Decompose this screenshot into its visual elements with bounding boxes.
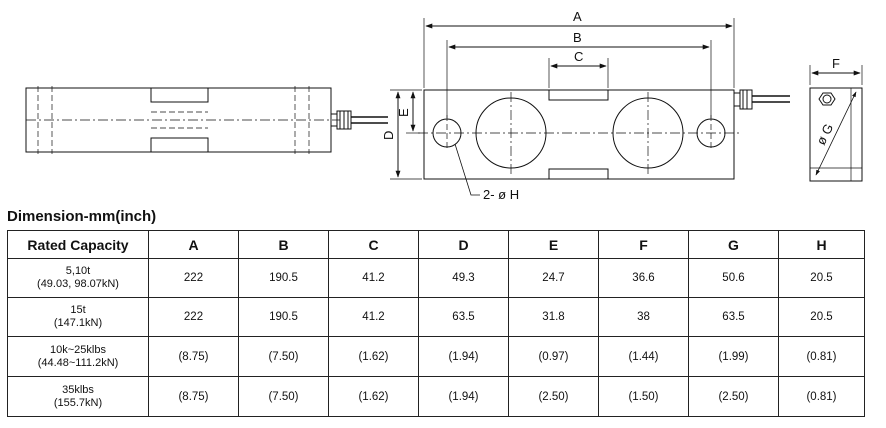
capacity-cell: 5,10t(49.03, 98.07kN) (7, 258, 149, 298)
table-cell: (0.97) (508, 336, 599, 377)
table-cell: (1.62) (328, 376, 419, 417)
column-header: D (418, 230, 509, 259)
table-cell: 50.6 (688, 258, 779, 298)
table-row: 35klbs(155.7kN) (8.75) (7.50) (1.62) (1.… (7, 376, 865, 417)
table-header-row: Rated Capacity A B C D E F G H (7, 230, 865, 259)
dim-label-h: 2- ø H (483, 187, 519, 202)
load-cell-technical-drawing: A B C D E 2- ø H F ø G (25, 9, 863, 202)
table-cell: (0.81) (778, 336, 865, 377)
column-header: G (688, 230, 779, 259)
table-cell: (1.94) (418, 376, 509, 417)
dim-label-b: B (573, 30, 582, 45)
section-title: Dimension-mm(inch) (7, 208, 157, 225)
table-cell: 222 (148, 258, 239, 298)
capacity-secondary: (147.1kN) (53, 317, 103, 329)
table-cell: (7.50) (238, 376, 329, 417)
column-header: H (778, 230, 865, 259)
column-header: Rated Capacity (7, 230, 149, 259)
capacity-secondary: (44.48~111.2kN) (37, 356, 119, 369)
column-header: A (148, 230, 239, 259)
capacity-primary: 10k~25klbs (50, 343, 106, 356)
table-cell: (7.50) (238, 336, 329, 377)
dim-label-c: C (574, 49, 583, 64)
dimension-table: Rated Capacity A B C D E F G H 5,10t(49.… (7, 230, 865, 417)
table-cell: 41.2 (328, 297, 419, 337)
capacity-cell: 35klbs(155.7kN) (7, 376, 149, 417)
table-cell: (1.94) (418, 336, 509, 377)
top-view (25, 86, 388, 154)
table-cell: 63.5 (418, 297, 509, 337)
table-cell: 49.3 (418, 258, 509, 298)
table-cell: 63.5 (688, 297, 779, 337)
table-cell: (2.50) (688, 376, 779, 417)
capacity-primary: 15t (70, 304, 86, 316)
column-header: C (328, 230, 419, 259)
table-cell: 222 (148, 297, 239, 337)
column-header: F (598, 230, 689, 259)
table-cell: 20.5 (778, 258, 865, 298)
capacity-primary: 35klbs (62, 383, 94, 396)
dim-label-a: A (573, 9, 582, 24)
table-cell: 31.8 (508, 297, 599, 337)
table-cell: (1.44) (598, 336, 689, 377)
table-cell: 38 (598, 297, 689, 337)
table-row: 5,10t(49.03, 98.07kN) 222 190.5 41.2 49.… (7, 258, 865, 298)
side-view (809, 65, 863, 182)
dim-label-g: ø G (813, 121, 836, 147)
capacity-cell: 10k~25klbs(44.48~111.2kN) (7, 336, 149, 377)
front-view (390, 18, 790, 196)
table-cell: (8.75) (148, 376, 239, 417)
table-cell: (2.50) (508, 376, 599, 417)
dim-label-e: E (396, 108, 411, 117)
dim-label-f: F (832, 56, 840, 71)
table-cell: (8.75) (148, 336, 239, 377)
table-cell: 190.5 (238, 258, 329, 298)
table-cell: 190.5 (238, 297, 329, 337)
capacity-cell: 15t(147.1kN) (7, 297, 149, 337)
table-cell: 36.6 (598, 258, 689, 298)
table-row: 10k~25klbs(44.48~111.2kN) (8.75) (7.50) … (7, 336, 865, 377)
table-cell: (1.50) (598, 376, 689, 417)
table-cell: 24.7 (508, 258, 599, 298)
table-cell: (1.62) (328, 336, 419, 377)
table-row: 15t(147.1kN) 222 190.5 41.2 63.5 31.8 38… (7, 297, 865, 337)
column-header: E (508, 230, 599, 259)
capacity-secondary: (49.03, 98.07kN) (37, 278, 119, 290)
capacity-primary: 5,10t (65, 265, 91, 277)
table-cell: 20.5 (778, 297, 865, 337)
dim-label-d: D (381, 131, 396, 140)
capacity-secondary: (155.7kN) (53, 396, 103, 409)
table-cell: (1.99) (688, 336, 779, 377)
column-header: B (238, 230, 329, 259)
table-cell: 41.2 (328, 258, 419, 298)
table-cell: (0.81) (778, 376, 865, 417)
